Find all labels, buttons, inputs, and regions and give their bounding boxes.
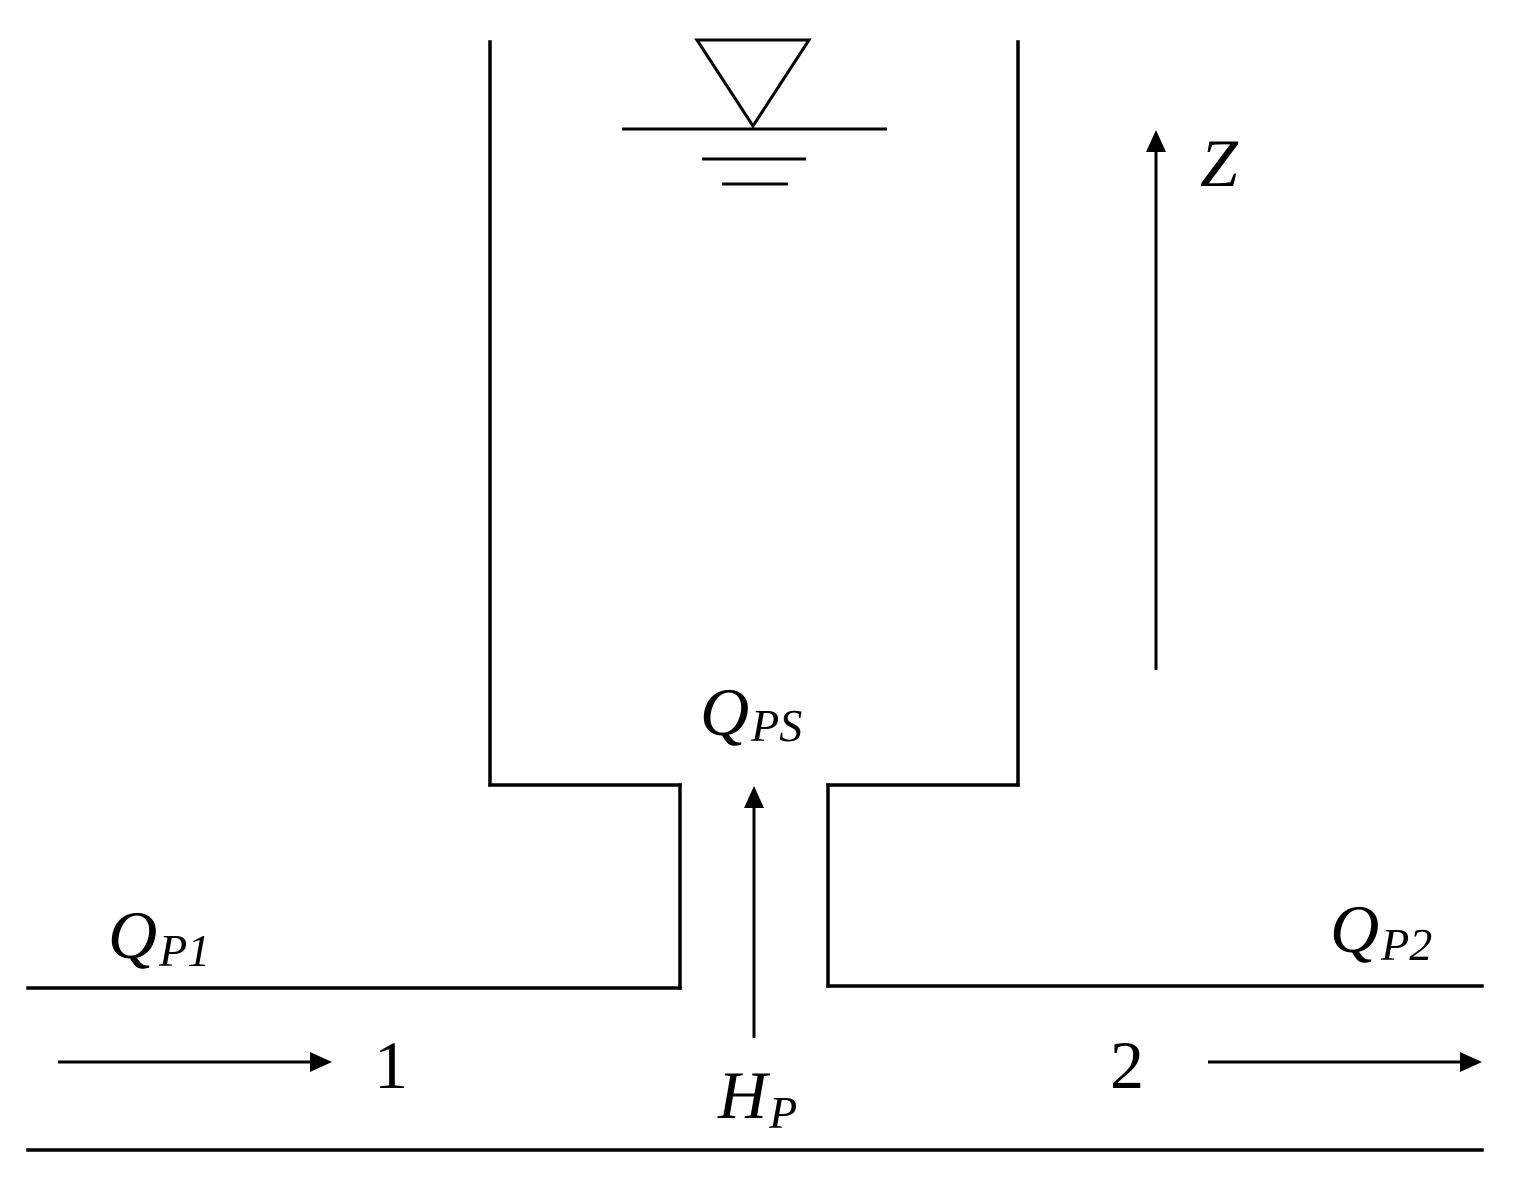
water-surface-icon [622,38,887,186]
pipe-2-flow-arrow [1208,1052,1482,1072]
h-p-main: H [717,1057,771,1133]
h-p-subscript: P [768,1087,797,1138]
q-p1-label: QP1 [108,897,210,976]
z-label: Z [1200,125,1239,201]
riser-pipe [678,783,830,990]
pipe-1-arrow-head [310,1052,332,1072]
riser-flow-arrow [744,786,764,1038]
q-p1-main: Q [108,897,157,973]
riser-arrow-head [744,786,764,808]
q-p2-subscript: P2 [1380,919,1432,970]
pipe-1-label: 1 [374,1027,408,1103]
z-arrow-head [1146,130,1166,152]
q-ps-subscript: PS [750,700,802,751]
pipe-1-flow-arrow [58,1052,332,1072]
z-axis-arrow [1146,130,1166,670]
q-p2-main: Q [1330,891,1379,967]
q-ps-main: Q [700,674,749,750]
q-p1-subscript: P1 [158,925,210,976]
water-level-triangle [694,38,812,129]
pipe-2-arrow-head [1460,1052,1482,1072]
q-ps-label: QPS [700,674,802,751]
q-p2-label: QP2 [1330,891,1432,970]
surge-tank [488,40,1020,787]
main-pipeline [26,984,1484,1152]
h-p-label: HP [717,1057,797,1138]
pipe-2-label: 2 [1110,1027,1144,1103]
